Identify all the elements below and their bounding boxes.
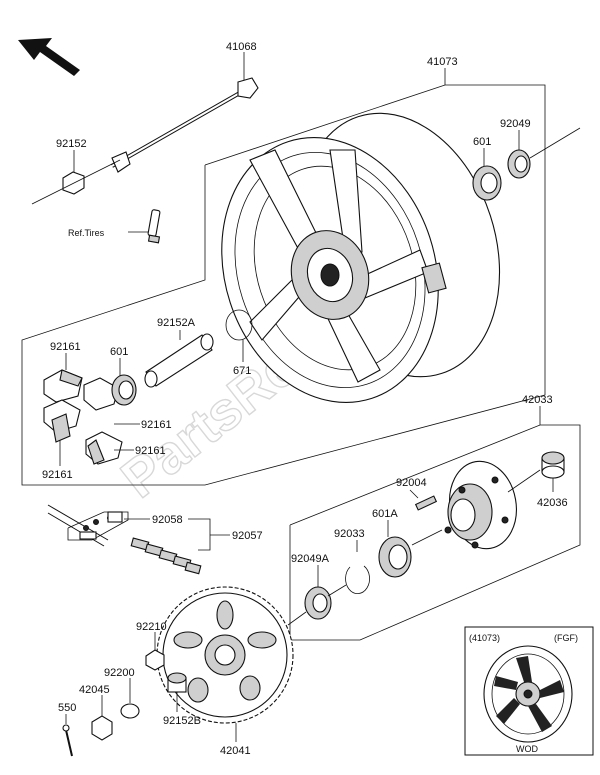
inset-caption: WOD — [516, 744, 538, 754]
label-92161-a: 92161 — [50, 341, 81, 353]
label-92033: 92033 — [334, 528, 365, 540]
inset-code: (41073) — [469, 633, 500, 643]
seal-92049A — [304, 586, 332, 620]
rear-wheel-41073 — [221, 112, 501, 403]
wheel-group-frame — [21, 84, 546, 486]
inset-variant: (FGF) — [554, 633, 578, 643]
nut-42045 — [91, 715, 113, 741]
label-601-top: 601 — [473, 136, 491, 148]
cotter-pin-550 — [62, 724, 73, 757]
sprocket-42041 — [156, 586, 294, 724]
seal-92049 — [507, 149, 531, 179]
circlip-92033 — [345, 565, 370, 595]
label-92049: 92049 — [500, 118, 531, 130]
label-41068: 41068 — [226, 41, 257, 53]
label-601A: 601A — [372, 508, 398, 520]
nut-92210 — [145, 649, 165, 671]
label-92152: 92152 — [56, 138, 87, 150]
label-92210: 92210 — [136, 621, 167, 633]
label-671: 671 — [233, 365, 251, 377]
label-92152A: 92152A — [157, 317, 196, 329]
o-ring-671 — [225, 309, 253, 341]
axle-41068 — [111, 77, 259, 173]
label-92004: 92004 — [396, 477, 427, 489]
collar-92152A — [144, 333, 214, 388]
label-92161-b: 92161 — [141, 419, 172, 431]
chain-joint-92058 — [67, 511, 129, 541]
valve-stem — [147, 209, 161, 244]
washer-92200 — [120, 703, 140, 719]
label-601-left: 601 — [110, 346, 128, 358]
label-92152B: 92152B — [163, 715, 201, 727]
label-92200: 92200 — [104, 667, 135, 679]
bearing-601-right — [472, 165, 502, 201]
label-42041: 42041 — [220, 745, 251, 757]
label-92049A: 92049A — [291, 553, 330, 565]
stud-92004 — [414, 495, 438, 511]
collar-92152B — [167, 672, 187, 693]
label-ref-tires[interactable]: Ref.Tires — [68, 228, 105, 238]
chain-92057 — [47, 504, 202, 575]
label-550: 550 — [58, 702, 76, 714]
collar-42036 — [541, 451, 565, 479]
label-92057: 92057 — [232, 530, 263, 542]
label-92161-c: 92161 — [135, 445, 166, 457]
variant-inset: (41073) (FGF) WOD — [464, 626, 594, 756]
front-direction-arrow-icon — [18, 38, 80, 76]
label-42045: 42045 — [79, 684, 110, 696]
coupling-42033 — [444, 460, 517, 550]
nut-92152 — [31, 159, 121, 205]
bearing-601-left — [111, 374, 137, 406]
bearing-601A — [378, 536, 412, 578]
label-92161-d: 92161 — [42, 469, 73, 481]
label-42036: 42036 — [537, 497, 568, 509]
label-42033: 42033 — [522, 394, 553, 406]
damper-92161-group — [43, 369, 123, 465]
label-92058: 92058 — [152, 514, 183, 526]
label-41073: 41073 — [427, 56, 458, 68]
